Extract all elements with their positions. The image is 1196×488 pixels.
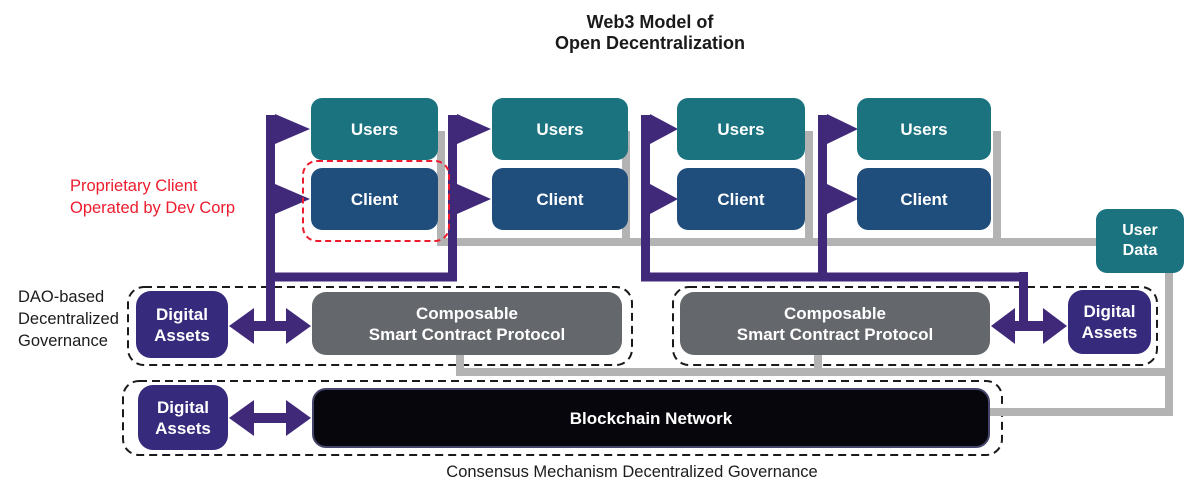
client-box-2: Client (492, 168, 628, 230)
annotation-line: Proprietary Client (70, 177, 198, 195)
double-arrow-bottom-bar (252, 413, 288, 423)
users-box-4: Users (857, 98, 991, 160)
arrow-client-2 (457, 184, 491, 214)
user-data-box: User Data (1096, 209, 1184, 273)
arrow-users-3 (650, 114, 678, 144)
arrow-client-1 (275, 184, 310, 214)
purple-lines (266, 115, 1028, 326)
protocol-line-2: Smart Contract Protocol (736, 324, 934, 344)
double-arrow-right-bar (1013, 321, 1047, 331)
digital-assets-line-2: Assets (155, 418, 211, 438)
arrow-users-4 (827, 114, 858, 144)
client-label: Client (717, 189, 765, 209)
double-arrow-right-head-r (1043, 308, 1067, 344)
protocol-line-1: Composable (415, 303, 519, 323)
digital-assets-line-2: Assets (154, 325, 210, 345)
users-box-3: Users (677, 98, 805, 160)
users-label: Users (900, 119, 948, 139)
digital-assets-box-bottom: Digital Assets (138, 385, 228, 450)
client-box-4: Client (857, 168, 991, 230)
smart-contract-protocol-box-left: Composable Smart Contract Protocol (312, 292, 622, 355)
double-arrow-bottom-head-r (286, 400, 311, 436)
double-arrow-left-bar (252, 321, 288, 331)
title-line-1: Web3 Model of (586, 12, 714, 32)
client-box-1: Client (311, 168, 438, 230)
arrow-users-2 (457, 114, 491, 144)
blockchain-network-box: Blockchain Network (312, 388, 990, 448)
title-line-2: Open Decentralization (554, 33, 746, 53)
double-arrow-left-head-l (229, 308, 254, 344)
consensus-caption: Consensus Mechanism Decentralized Govern… (446, 463, 818, 481)
annotation-line: DAO-based (18, 288, 105, 306)
proprietary-client-annotation: Proprietary Client Operated by Dev Corp (70, 175, 235, 219)
dao-container-right (672, 286, 1158, 366)
smart-contract-protocol-box-right: Composable Smart Contract Protocol (680, 292, 990, 355)
digital-assets-box-right: Digital Assets (1068, 290, 1151, 354)
dao-governance-annotation: DAO-based Decentralized Governance (18, 286, 119, 352)
dao-container-left (127, 286, 633, 366)
client-box-3: Client (677, 168, 805, 230)
blockchain-network-label: Blockchain Network (569, 408, 733, 428)
users-box-1: Users (311, 98, 438, 160)
user-data-lines (437, 131, 1173, 416)
digital-assets-line-1: Digital (157, 397, 209, 417)
users-label: Users (717, 119, 765, 139)
digital-assets-line-1: Digital (156, 304, 208, 324)
protocol-line-2: Smart Contract Protocol (368, 324, 566, 344)
client-label: Client (536, 189, 584, 209)
annotation-line: Decentralized (18, 310, 119, 328)
digital-assets-line-1: Digital (1083, 302, 1136, 321)
diagram-title: Web3 Model of Open Decentralization (400, 12, 900, 54)
double-arrow-left-head-r (286, 308, 311, 344)
user-data-line-1: User (1122, 222, 1158, 239)
protocol-line-1: Composable (783, 303, 887, 323)
user-data-line-2: Data (1122, 242, 1158, 259)
client-label: Client (900, 189, 948, 209)
annotation-line: Operated by Dev Corp (70, 199, 236, 217)
users-box-2: Users (492, 98, 628, 160)
purple-arrowheads (229, 114, 1067, 436)
double-arrow-right-head-l (991, 308, 1015, 344)
arrow-client-3 (650, 184, 678, 214)
annotation-line: Governance (18, 332, 108, 350)
users-label: Users (350, 119, 399, 139)
digital-assets-box-left: Digital Assets (136, 291, 228, 358)
digital-assets-line-2: Assets (1081, 323, 1138, 342)
double-arrow-bottom-head-l (229, 400, 254, 436)
consensus-container (122, 380, 1003, 456)
arrow-client-4 (827, 184, 858, 214)
client-label: Client (350, 189, 399, 209)
users-label: Users (536, 119, 584, 139)
arrow-users-1 (275, 114, 310, 144)
proprietary-client-highlight (302, 160, 450, 242)
